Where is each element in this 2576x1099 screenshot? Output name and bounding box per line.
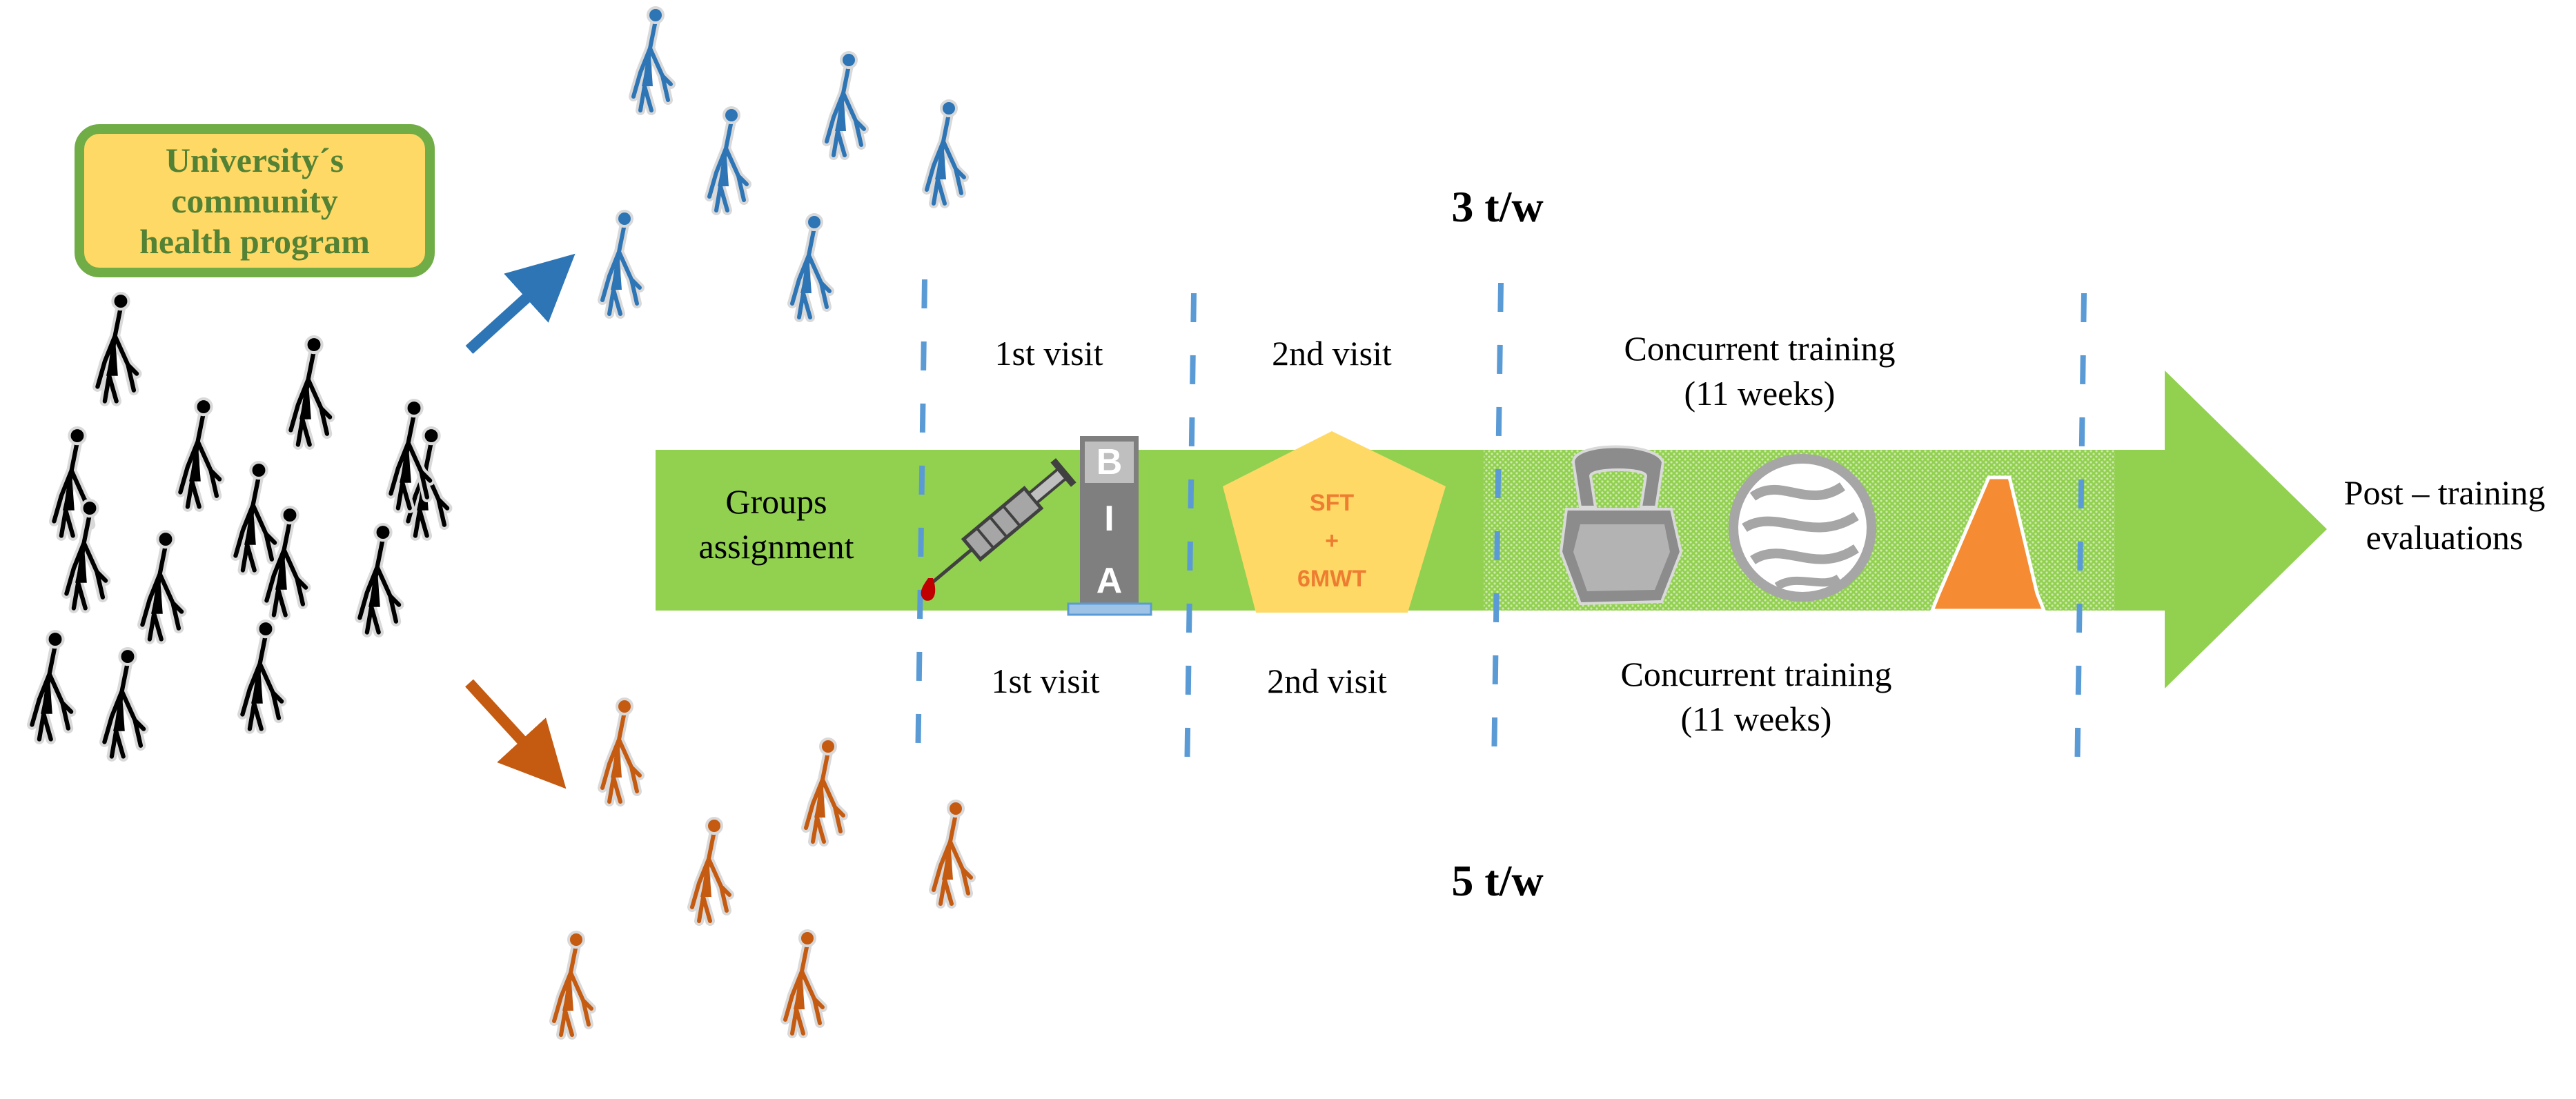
- top-phase-1st-visit: 1st visit: [994, 334, 1103, 373]
- bottom-phase-2nd-visit: 2nd visit: [1267, 662, 1387, 700]
- person-icon: [598, 697, 645, 806]
- person-icon: [262, 505, 311, 620]
- person-icon: [355, 522, 404, 637]
- bottom-phase-concurrent-training: Concurrent training (11 weeks): [1620, 655, 1892, 738]
- bia-letter-a: A: [1096, 561, 1123, 601]
- sft-6mwt-label: 6MWT: [1297, 566, 1367, 592]
- person-icon: [99, 646, 149, 762]
- group-3tw-participants: [598, 6, 969, 322]
- group-3tw-label: 3 t/w: [1451, 182, 1544, 231]
- bottom-phase-1st-visit: 1st visit: [991, 662, 1100, 700]
- program-box: University´s community health program: [75, 124, 435, 277]
- group-5tw-participants: [549, 697, 976, 1040]
- groups-assignment-label: Groups assignment: [698, 482, 854, 566]
- pentagon-icon: [1223, 431, 1446, 613]
- person-icon: [801, 737, 848, 846]
- person-icon: [629, 6, 676, 115]
- orange-group-arrow: [465, 679, 567, 789]
- top-phase-2nd-visit: 2nd visit: [1272, 334, 1392, 373]
- top-phase-concurrent-training: Concurrent training (11 weeks): [1624, 329, 1896, 413]
- divider-3: [1491, 282, 1504, 770]
- person-icon: [175, 397, 225, 512]
- ball-icon: [1729, 454, 1876, 602]
- divider-2: [1184, 293, 1197, 782]
- blue-group-arrow: [465, 253, 576, 354]
- person-icon: [922, 99, 969, 208]
- program-label: University´s community health program: [139, 140, 370, 261]
- person-icon: [598, 210, 645, 319]
- person-icon: [27, 629, 77, 744]
- participants-group: [27, 291, 453, 762]
- person-icon: [237, 619, 287, 734]
- person-icon: [787, 213, 834, 322]
- sft-label: SFT: [1309, 490, 1355, 516]
- person-icon: [92, 291, 142, 406]
- person-icon: [929, 800, 976, 909]
- divider-4: [2074, 293, 2087, 782]
- person-icon: [286, 335, 335, 450]
- kettlebell-icon: [1559, 445, 1683, 606]
- person-icon: [137, 529, 187, 644]
- phase-dividers: [915, 279, 2087, 782]
- syringe-icon: [921, 458, 1076, 601]
- sft-plus: +: [1325, 528, 1339, 554]
- bia-letter-i: I: [1104, 499, 1114, 539]
- bia-scale-icon: [1067, 436, 1152, 616]
- person-icon: [687, 817, 734, 926]
- person-icon: [780, 929, 827, 1038]
- divider-1: [915, 279, 927, 770]
- person-icon: [822, 51, 869, 160]
- person-icon: [386, 398, 435, 513]
- person-icon: [705, 106, 751, 215]
- person-icon: [549, 931, 596, 1040]
- person-icon: [61, 498, 111, 613]
- bia-letter-b: B: [1096, 442, 1123, 482]
- post-training-label: Post – training evaluations: [2343, 473, 2546, 557]
- person-icon: [230, 460, 280, 575]
- person-icon: [49, 426, 99, 541]
- cone-icon: [1929, 475, 2047, 613]
- group-5tw-label: 5 t/w: [1451, 856, 1544, 905]
